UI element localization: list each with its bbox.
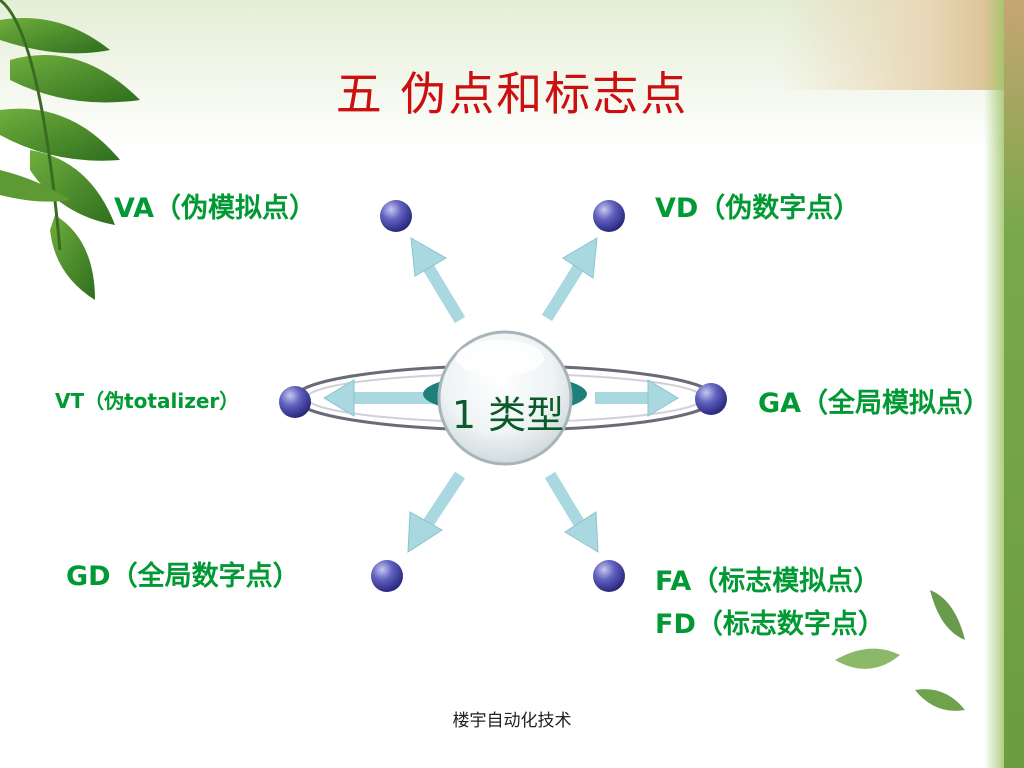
footer-text: 楼宇自动化技术 [452,711,572,731]
label-vd: VD（伪数字点） [655,193,861,224]
arrow-up-left [410,237,466,324]
label-ga: GA（全局模拟点） [758,388,991,419]
label-fd: FD（标志数字点） [655,609,885,640]
center-label: 1 类型 [451,393,565,437]
arrow-down-left [407,471,466,553]
label-va: VA（伪模拟点） [114,193,316,224]
slide-title: 五 伪点和标志点 [335,67,689,121]
node-vt [279,386,311,418]
arrow-left [323,379,435,417]
node-vd [593,200,625,232]
background-top-right-tan [780,0,1024,90]
leaf-decoration-bottom-right [835,590,965,711]
arrow-down-right [544,471,599,553]
arrow-right [595,379,679,417]
node-fa-fd [593,560,625,592]
node-va [380,200,412,232]
node-ga [695,383,727,415]
node-gd [371,560,403,592]
label-gd: GD（全局数字点） [66,561,300,592]
label-vt: VT（伪totalizer） [55,389,240,413]
background-right-strip [1004,0,1024,768]
leaf-decoration-top-left [0,0,140,300]
center-sphere-highlight [456,340,544,376]
arrow-up-right [541,237,598,322]
arrows [323,237,679,553]
label-fa: FA（标志模拟点） [655,566,881,597]
